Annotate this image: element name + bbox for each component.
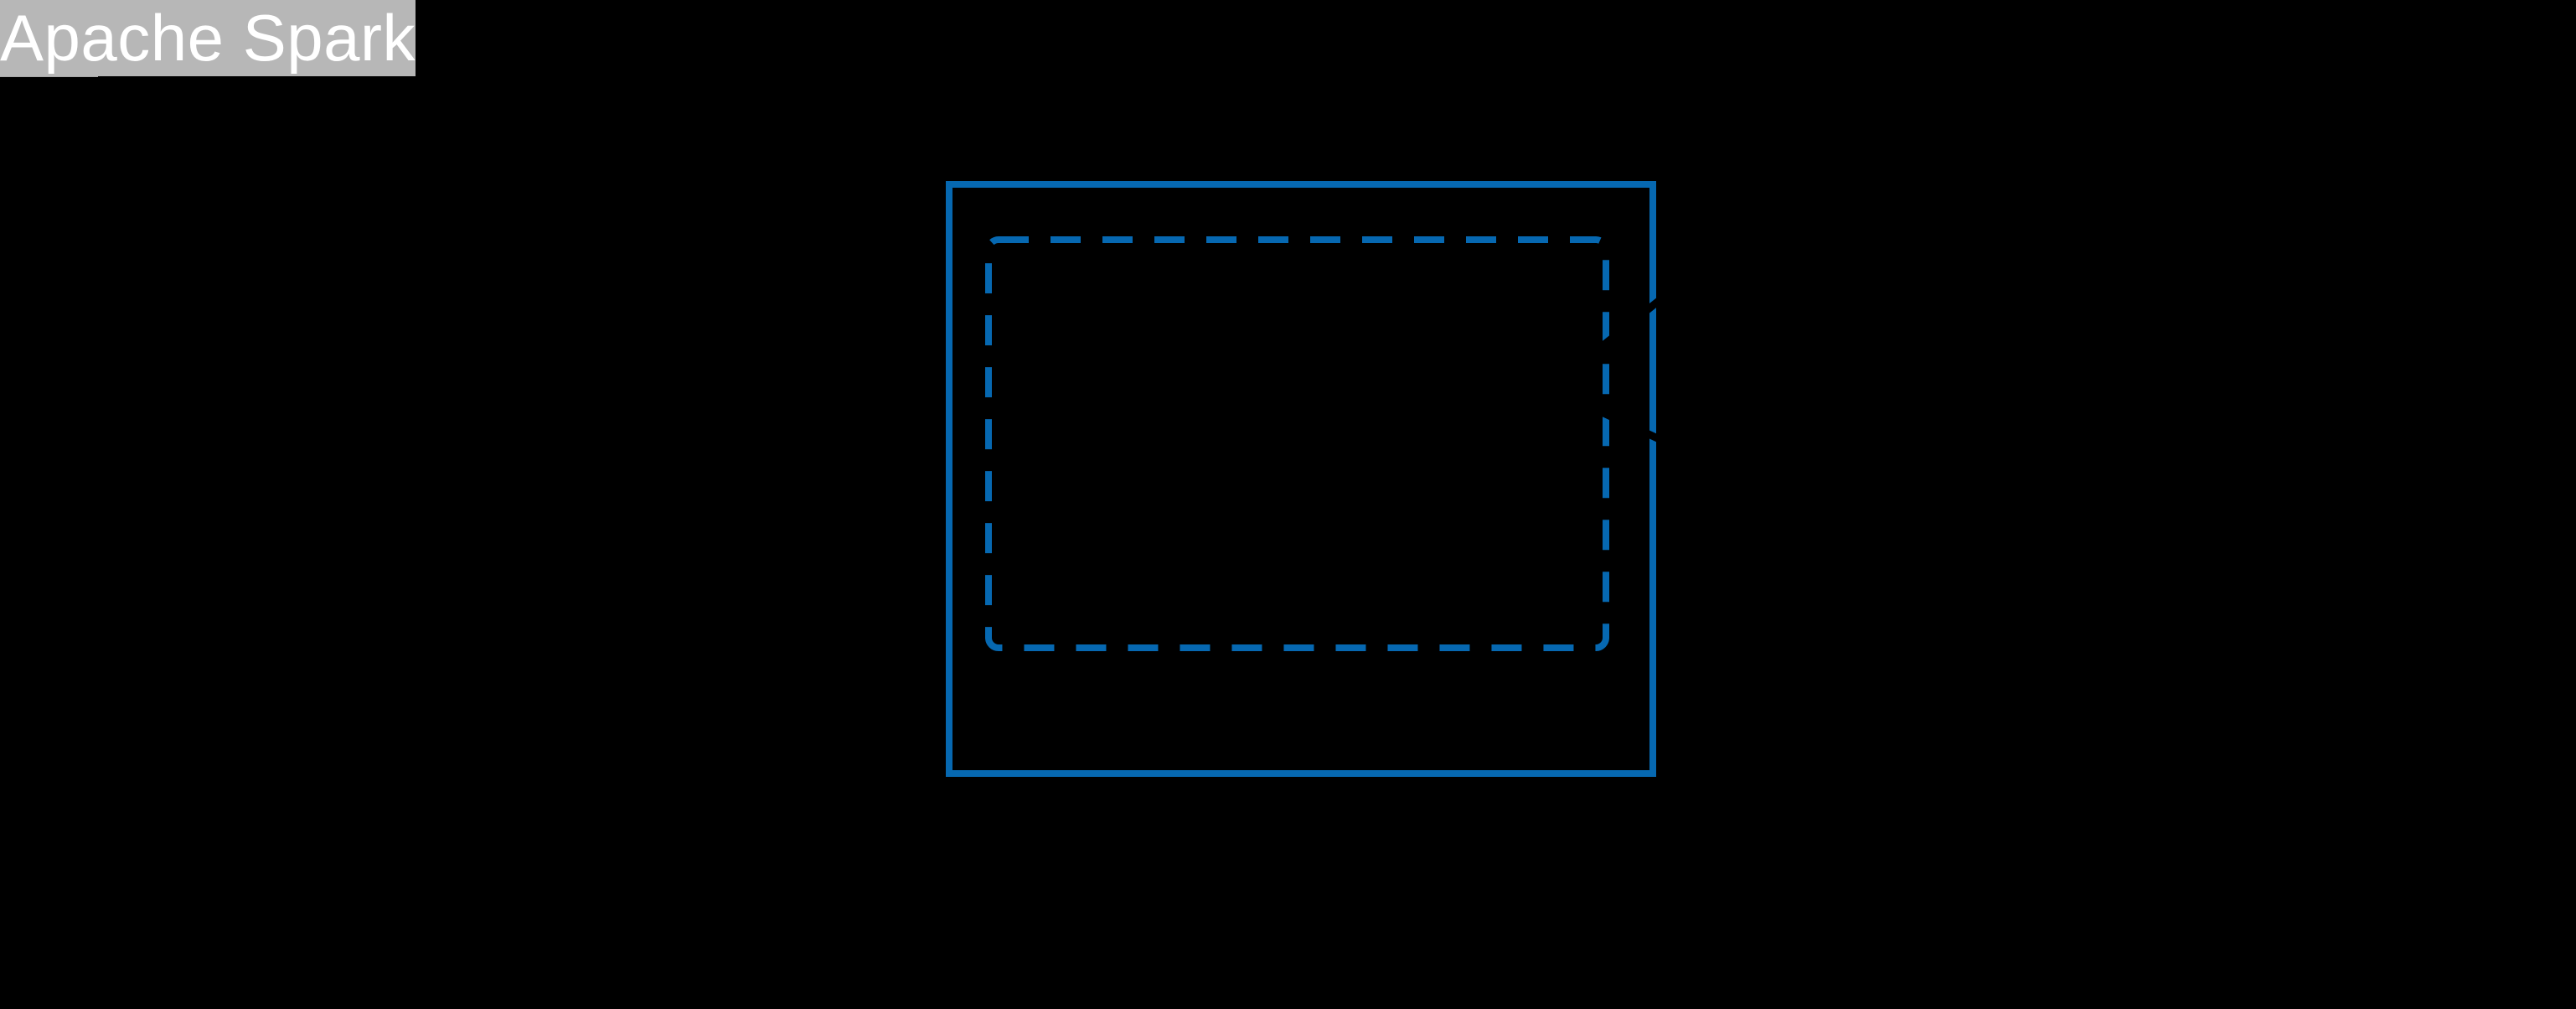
apache-spark-box: Apache Spark — [0, 0, 416, 76]
callout-line-upper — [1547, 23, 2005, 391]
app-connector-dot — [1541, 380, 1558, 396]
outer-box-border — [946, 181, 1656, 777]
sgx-connector-dot — [515, 507, 532, 524]
sgx-enclave-dashed-border — [985, 236, 1609, 651]
callout-line-lower — [1548, 384, 2004, 603]
apache-spark-label: Apache Spark — [0, 1, 416, 75]
